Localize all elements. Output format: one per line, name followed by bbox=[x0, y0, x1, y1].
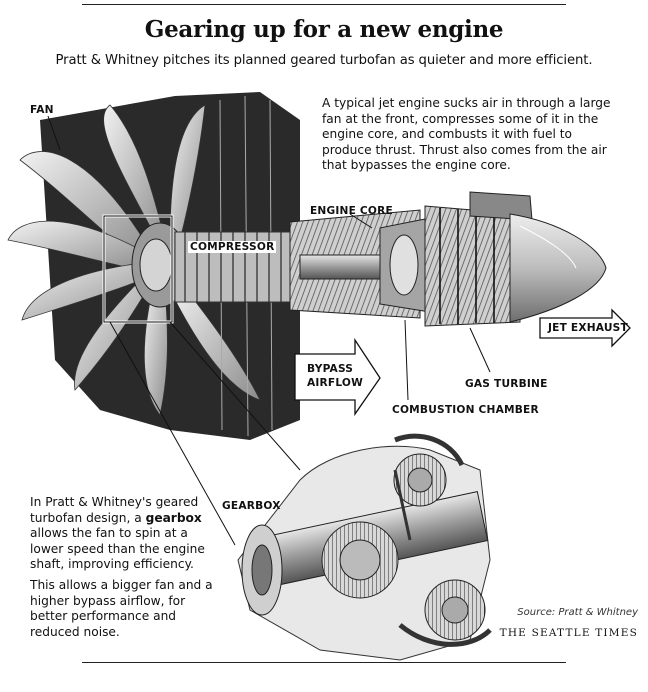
label-gas-turbine: GAS TURBINE bbox=[465, 378, 548, 390]
gearbox-paragraph-1-end: allows the fan to spin at a lower speed … bbox=[30, 526, 205, 572]
exhaust-cone bbox=[509, 213, 607, 323]
label-compressor: COMPRESSOR bbox=[188, 241, 277, 253]
page-title: Gearing up for a new engine bbox=[144, 16, 504, 43]
label-fan: FAN bbox=[30, 104, 54, 116]
page-subtitle: Pratt & Whitney pitches its planned gear… bbox=[55, 53, 593, 68]
label-gearbox: GEARBOX bbox=[222, 500, 281, 512]
gearbox-keyword: gearbox bbox=[145, 510, 202, 525]
fan-blades bbox=[7, 104, 261, 416]
label-engine-core: ENGINE CORE bbox=[310, 205, 393, 217]
label-bypass-airflow-1: BYPASS bbox=[307, 363, 354, 375]
leader-lines bbox=[47, 115, 491, 546]
gearbox-detail bbox=[237, 433, 492, 661]
intro-paragraph: A typical jet engine sucks air in throug… bbox=[322, 96, 611, 173]
publication-credit: THE SEATTLE TIMES bbox=[499, 627, 638, 639]
bypass-airflow-arrow bbox=[294, 337, 381, 417]
gas-turbine bbox=[424, 191, 533, 327]
gearbox-paragraph-1: In Pratt & Whitney's geared turbofan des… bbox=[30, 495, 222, 573]
gearbox-paragraph-1-start: In Pratt & Whitney's geared turbofan des… bbox=[30, 495, 199, 525]
bottom-rule bbox=[82, 662, 566, 663]
source-note: Source: Pratt & Whitney bbox=[517, 607, 638, 618]
top-rule bbox=[82, 4, 566, 5]
gearbox-paragraph-2: This allows a bigger fan and a higher by… bbox=[30, 578, 213, 639]
label-jet-exhaust: JET EXHAUST bbox=[548, 322, 628, 334]
jet-exhaust-arrow bbox=[539, 308, 631, 348]
label-bypass-airflow-2: AIRFLOW bbox=[307, 377, 363, 389]
label-combustion-chamber: COMBUSTION CHAMBER bbox=[392, 404, 539, 416]
fan-section bbox=[7, 92, 300, 440]
combustion-chamber bbox=[379, 217, 431, 313]
